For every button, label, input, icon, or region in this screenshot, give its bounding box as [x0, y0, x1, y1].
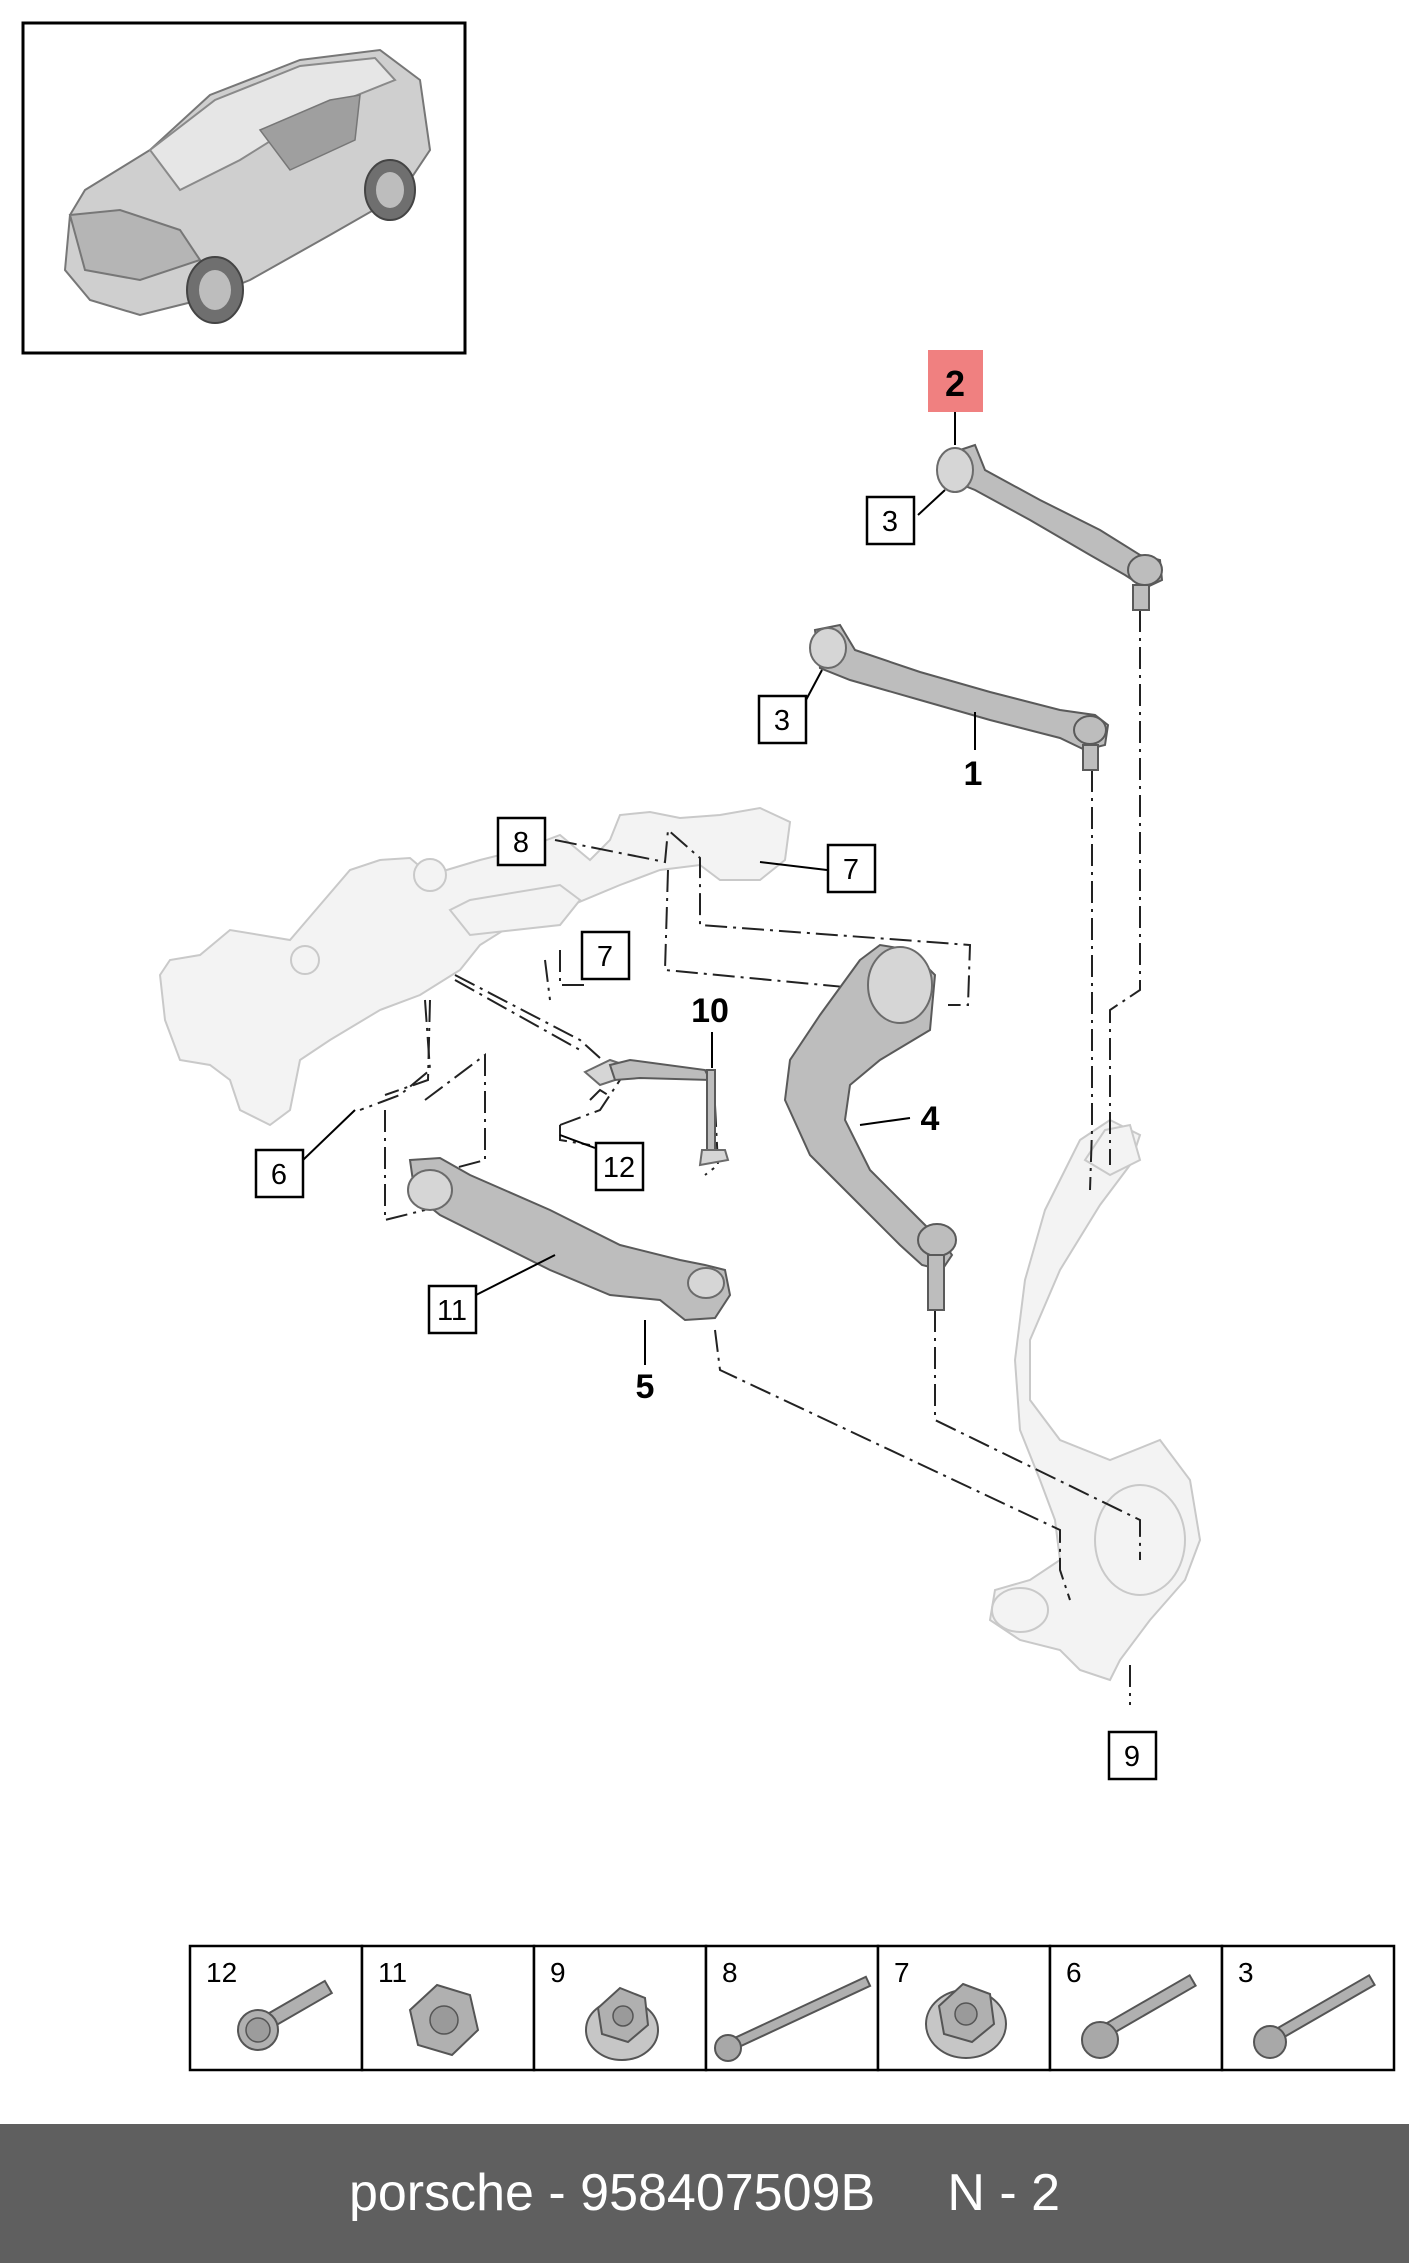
hex-nut-icon — [408, 1983, 480, 2057]
svg-text:9: 9 — [550, 1957, 566, 1988]
callout-9: 9 — [1107, 1730, 1158, 1781]
svg-text:11: 11 — [378, 1957, 407, 1988]
svg-text:7: 7 — [843, 854, 859, 886]
callout-7-right: 7 — [759, 843, 877, 894]
part-label-1: 1 — [964, 755, 983, 793]
part-label-10: 10 — [691, 992, 729, 1030]
front-subframe-ghost — [158, 806, 792, 1127]
part-label-5: 5 — [636, 1368, 655, 1406]
upper-control-arm-rear — [936, 443, 1164, 611]
svg-text:8: 8 — [722, 1957, 738, 1988]
callout-3-mid: 3 — [757, 669, 823, 745]
legend-item-8: 8 — [704, 1944, 880, 2072]
torx-bolt-icon — [1081, 1973, 1197, 2059]
callout-6: 6 — [254, 1109, 356, 1199]
steering-knuckle-ghost — [988, 1118, 1202, 1682]
vehicle-thumbnail — [21, 21, 467, 355]
callout-7-left: 7 — [580, 930, 631, 981]
svg-text:9: 9 — [1124, 1741, 1140, 1773]
assembly-lines — [359, 610, 1141, 1705]
svg-text:3: 3 — [774, 705, 790, 737]
svg-text:6: 6 — [271, 1159, 287, 1191]
legend-item-9: 9 — [532, 1944, 708, 2072]
svg-text:12: 12 — [603, 1152, 635, 1184]
flange-bolt-long-icon — [1253, 1973, 1376, 2059]
highlighted-part-label: 2 — [945, 363, 965, 404]
boxed-callouts: 3 3 8 7 7 6 12 — [254, 489, 1158, 1781]
long-splined-bolt-icon — [714, 1975, 872, 2062]
svg-text:7: 7 — [894, 1957, 910, 1988]
callout-12: 12 — [559, 1134, 645, 1192]
callout-8: 8 — [496, 816, 547, 867]
legend-item-12: 12 — [188, 1944, 364, 2072]
svg-text:12: 12 — [206, 1957, 237, 1988]
svg-text:7: 7 — [597, 941, 613, 973]
callout-3-upper: 3 — [865, 489, 946, 546]
flange-nut-icon — [585, 1986, 659, 2061]
svg-text:3: 3 — [1238, 1957, 1254, 1988]
svg-text:11: 11 — [437, 1295, 467, 1327]
ride-height-sensor — [583, 1058, 730, 1167]
footer-label: porsche - 958407509B N - 2 — [348, 2164, 1061, 2222]
lower-transverse-link — [407, 1156, 732, 1322]
part-number-labels: 1 4 5 10 — [636, 712, 983, 1406]
svg-text:6: 6 — [1066, 1957, 1082, 1988]
suv-illustration-icon — [63, 48, 432, 324]
legend-item-3: 3 — [1220, 1944, 1396, 2072]
footer-bar: porsche - 958407509B N - 2 — [0, 2124, 1409, 2263]
svg-text:8: 8 — [513, 827, 529, 859]
lower-control-arm-curved — [783, 943, 957, 1311]
callout-11: 11 — [427, 1254, 556, 1335]
part-label-4: 4 — [921, 1100, 940, 1138]
legend-item-6: 6 — [1048, 1944, 1224, 2072]
upper-control-arm-front — [809, 623, 1110, 771]
flange-bolt-short-icon — [237, 1979, 334, 2051]
fastener-legend: 12 11 9 8 — [188, 1944, 1396, 2072]
highlighted-part-callout: 2 — [928, 350, 983, 445]
legend-item-7: 7 — [876, 1944, 1052, 2072]
large-flange-nut-icon — [925, 1982, 1007, 2059]
legend-item-11: 11 — [360, 1944, 536, 2072]
svg-text:3: 3 — [882, 506, 898, 538]
